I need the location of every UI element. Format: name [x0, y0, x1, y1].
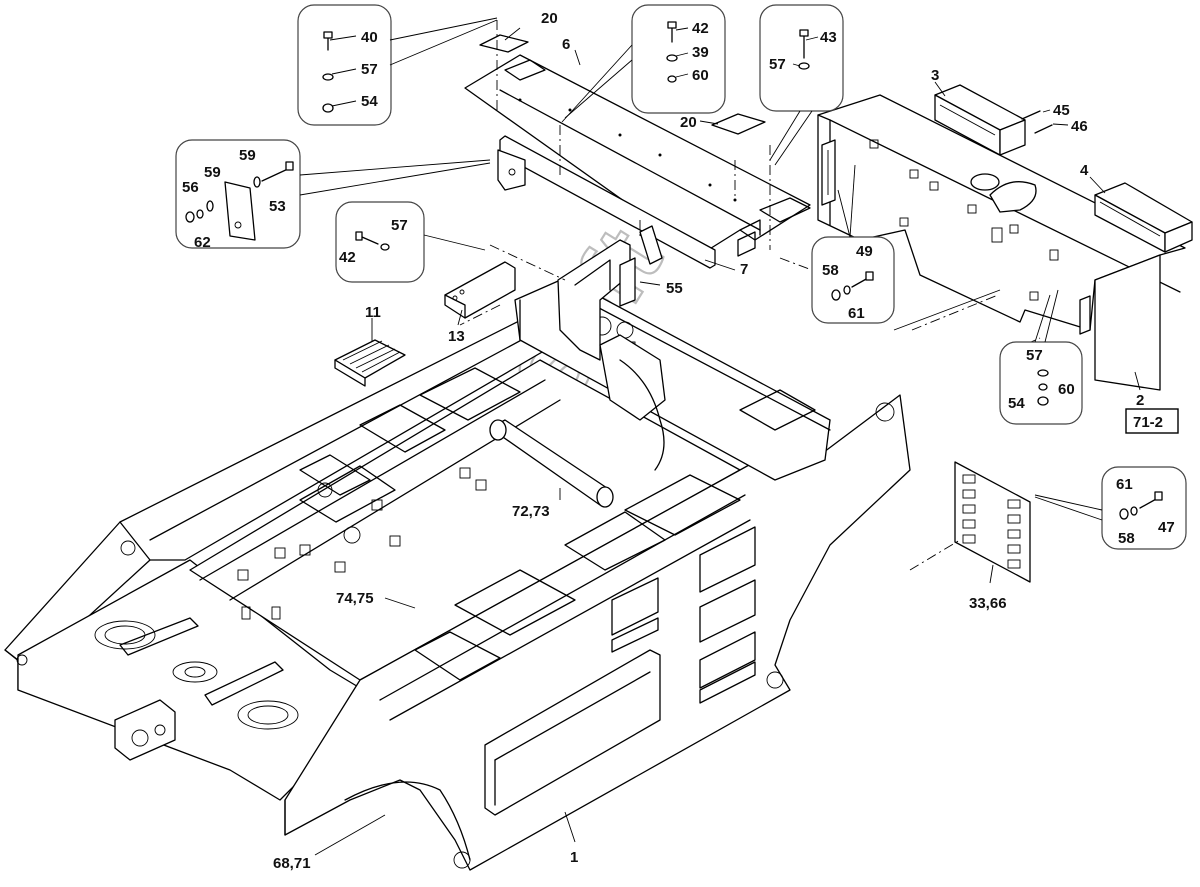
- label-39: 39: [692, 44, 709, 61]
- label-1: 1: [570, 849, 578, 866]
- label-59-side: 59: [204, 164, 221, 181]
- label-leaders: [314, 27, 1141, 856]
- nut-54-icon: [1037, 396, 1049, 406]
- nut-54-icon: [322, 103, 334, 113]
- lockwasher-60-icon: [1038, 383, 1048, 391]
- lockwasher-62-icon: [196, 209, 204, 219]
- label-58-right: 58: [1118, 530, 1135, 547]
- bolt-43-icon: [799, 29, 809, 59]
- washer-59-icon: [206, 200, 214, 212]
- label-7: 7: [740, 261, 748, 278]
- label-20-upper: 20: [541, 10, 558, 27]
- reference-box: [1125, 408, 1179, 434]
- label-59-top: 59: [239, 147, 256, 164]
- callout-49-58-61: [811, 236, 895, 324]
- label-6: 6: [562, 36, 570, 53]
- label-46: 46: [1071, 118, 1088, 135]
- callout-61-58-47: [1101, 466, 1187, 550]
- label-20-lower: 20: [680, 114, 697, 131]
- label-40: 40: [361, 29, 378, 46]
- box-3: [934, 84, 1026, 156]
- screw-46-icon: [1034, 124, 1053, 134]
- callout-connectors: [299, 17, 1103, 521]
- label-68-71: 68,71: [273, 855, 311, 872]
- callout-42-39-60: [631, 4, 726, 114]
- cross-beam-assembly: [489, 239, 831, 508]
- label-11: 11: [365, 304, 381, 321]
- washer-57-icon: [322, 73, 334, 81]
- washer-58-icon: [1119, 508, 1129, 520]
- label-53: 53: [269, 198, 286, 215]
- label-55: 55: [666, 280, 683, 297]
- washer-39-icon: [666, 54, 678, 62]
- washer-59-icon: [253, 176, 261, 188]
- nut-56-icon: [185, 211, 195, 223]
- bracket-13: [444, 261, 516, 319]
- label-43: 43: [820, 29, 837, 46]
- label-60-right: 60: [1058, 381, 1075, 398]
- bolt-49-icon: [851, 271, 874, 288]
- callout-57-60-54: [999, 341, 1083, 425]
- label-3: 3: [931, 67, 939, 84]
- label-60-top: 60: [692, 67, 709, 84]
- bolt-42-icon: [667, 21, 677, 43]
- label-57-right: 57: [1026, 347, 1043, 364]
- label-62: 62: [194, 234, 211, 251]
- angle-bracket-7: [497, 135, 716, 269]
- label-57-top: 57: [361, 61, 378, 78]
- washer-57-icon: [380, 243, 390, 251]
- label-61-right: 61: [1116, 476, 1133, 493]
- bolt-40-icon: [323, 31, 333, 51]
- label-61-mid: 61: [848, 305, 865, 322]
- label-33-66: 33,66: [969, 595, 1007, 612]
- screw-45-icon: [1021, 110, 1041, 120]
- label-58-mid: 58: [822, 262, 839, 279]
- step-11: [334, 339, 406, 387]
- label-2: 2: [1136, 392, 1144, 409]
- plate-20-upper: [479, 34, 529, 53]
- reference-box-label: 71-2: [1133, 414, 1163, 431]
- label-56: 56: [182, 179, 199, 196]
- bolt-53-icon: [261, 161, 294, 182]
- label-57-upper-right: 57: [769, 56, 786, 73]
- label-54-bottom: 54: [1008, 395, 1025, 412]
- box-4: [1094, 182, 1193, 253]
- lockwasher-61-icon: [843, 285, 851, 295]
- callout-43-57: [759, 4, 844, 112]
- label-13: 13: [448, 328, 465, 345]
- bolt-47-icon: [1139, 491, 1163, 509]
- label-54-top: 54: [361, 93, 378, 110]
- washer-57-icon: [1037, 369, 1049, 377]
- lockwasher-60-icon: [667, 75, 677, 83]
- label-74-75: 74,75: [336, 590, 374, 607]
- bracket-55: [619, 225, 663, 307]
- lockwasher-61-icon: [1130, 506, 1138, 516]
- washer-57-icon: [798, 62, 810, 70]
- main-frame: [4, 317, 911, 871]
- label-47: 47: [1158, 519, 1175, 536]
- side-panel-2: [817, 94, 1186, 391]
- label-42-left: 42: [339, 249, 356, 266]
- label-4: 4: [1080, 162, 1089, 179]
- callout-42-57: [335, 201, 425, 283]
- label-57-left: 57: [391, 217, 408, 234]
- washer-58-icon: [831, 289, 841, 301]
- label-49: 49: [856, 243, 873, 260]
- label-45: 45: [1053, 102, 1070, 119]
- part-labels: 1 2 3 4 6 7 11 13 20 20 33,66 39 40 42 4…: [182, 10, 1175, 872]
- plate-33-66: [954, 461, 1031, 583]
- bolt-42-icon: [355, 231, 379, 245]
- bracket-plate-icon: [224, 181, 256, 241]
- label-72-73: 72,73: [512, 503, 550, 520]
- label-42-top: 42: [692, 20, 709, 37]
- plate-20-lower: [711, 113, 766, 135]
